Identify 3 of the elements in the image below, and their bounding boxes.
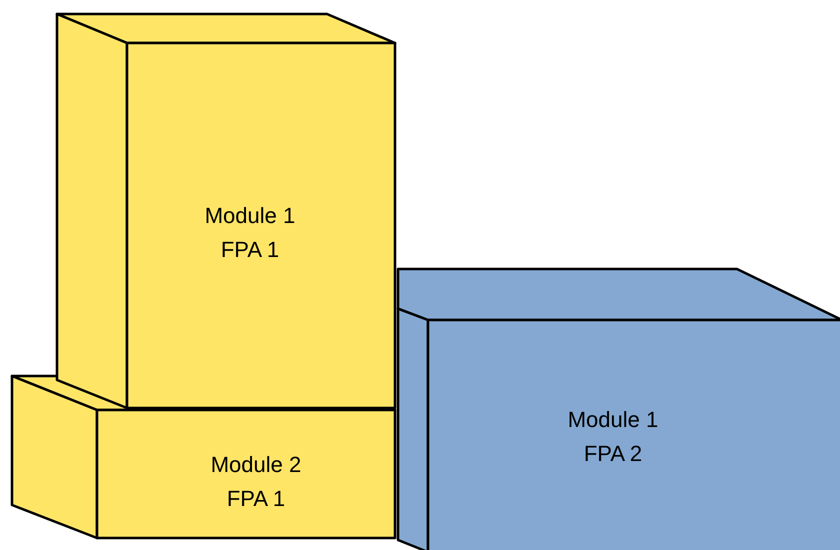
box-label: Module 1 FPA 1 bbox=[204, 202, 296, 264]
box-label: Module 2 FPA 1 bbox=[210, 451, 302, 513]
box-label: Module 1 FPA 2 bbox=[566, 406, 660, 468]
